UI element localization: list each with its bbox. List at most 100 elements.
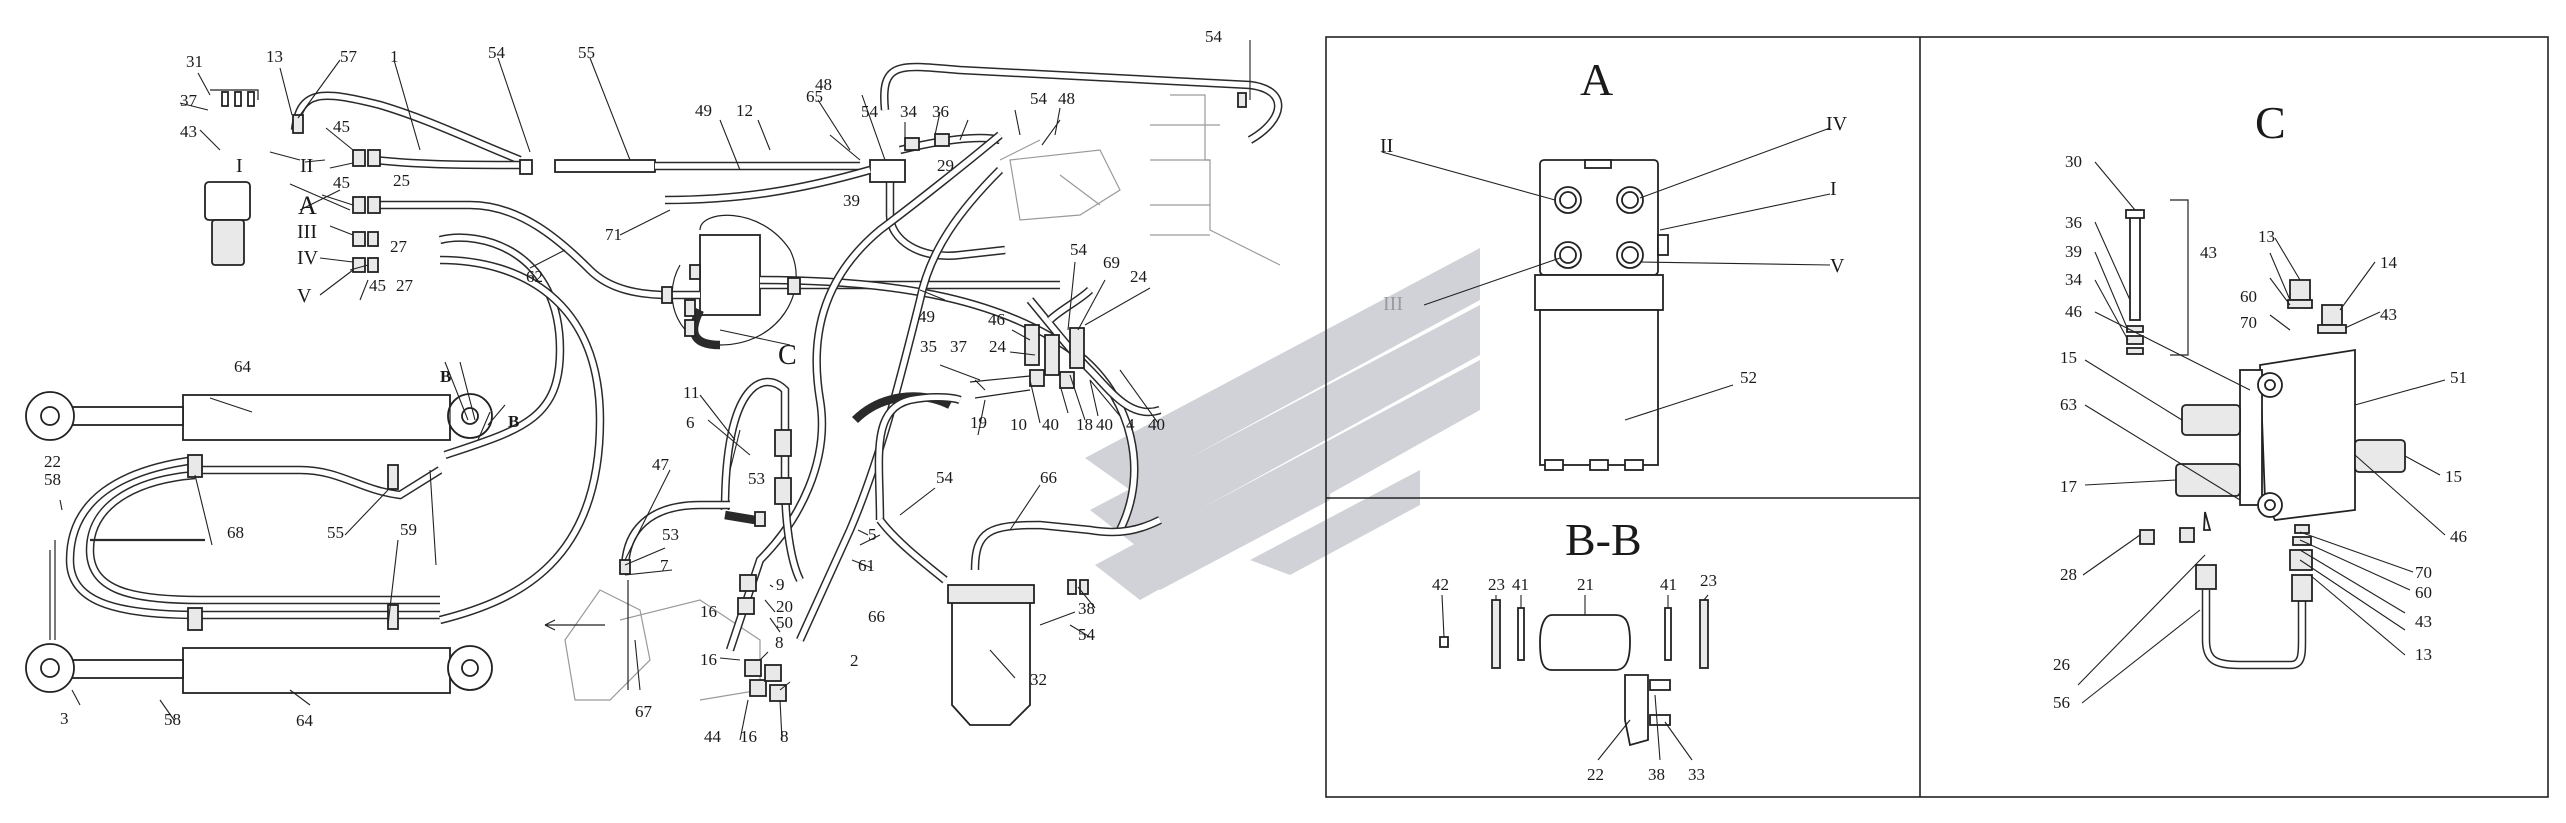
callout: 20: [776, 597, 793, 616]
callout: 15: [2445, 467, 2462, 486]
roman-label: V: [297, 285, 312, 307]
callout: 59: [400, 520, 417, 539]
roman-label: II: [300, 155, 313, 177]
section-mark: B: [508, 412, 519, 431]
bolt-30: [2129, 214, 2141, 321]
callout: 46: [988, 310, 1005, 329]
plate-22: [1624, 674, 1649, 747]
callout: 43: [2200, 243, 2217, 262]
callout: 40: [1096, 415, 1113, 434]
callout: 54: [1030, 89, 1048, 108]
callout: 22: [1587, 765, 1604, 784]
ring-41b: [1664, 607, 1672, 661]
valve-body-51: [2259, 348, 2356, 521]
view-arrow-label: A: [298, 191, 317, 220]
callout: 41: [1512, 575, 1529, 594]
callout: 15: [2060, 348, 2077, 367]
callout: 10: [1010, 415, 1027, 434]
ring-41: [1517, 607, 1525, 661]
callout: 2: [850, 651, 859, 670]
callout: 23: [1700, 571, 1717, 590]
callout: 30: [2065, 152, 2082, 171]
callout: 24: [1130, 267, 1148, 286]
callout: 13: [2415, 645, 2432, 664]
callout: 29: [937, 156, 954, 175]
callout: 46: [2065, 302, 2082, 321]
callout: 26: [2053, 655, 2070, 674]
callout: 8: [780, 727, 789, 746]
callout: 67: [635, 702, 653, 721]
callout: 55: [578, 43, 595, 62]
ghost-bracket-2: [619, 599, 761, 701]
roman-label: IV: [1826, 113, 1848, 135]
top-hoses-48: [664, 62, 1283, 261]
callout: 27: [396, 276, 414, 295]
ghost-frame-outline: [1170, 94, 1281, 266]
filter-assembly: [851, 392, 1162, 726]
callout: 41: [1660, 575, 1677, 594]
callout: 68: [227, 523, 244, 542]
callout: 13: [266, 47, 283, 66]
detail-panels: [1325, 36, 2549, 798]
roman-label: III: [297, 221, 317, 243]
callout: 60: [2240, 287, 2257, 306]
roman-label: I: [236, 155, 243, 177]
callout: 37: [180, 91, 198, 110]
callout: 45: [333, 173, 350, 192]
callout: 25: [393, 171, 410, 190]
callout: 19: [970, 413, 987, 432]
callout: 45: [333, 117, 350, 136]
callout: 69: [1103, 253, 1120, 272]
callout: 48: [1058, 89, 1075, 108]
callout: 4: [1126, 415, 1135, 434]
cylinder-64-top: [25, 391, 493, 441]
callout: 33: [1688, 765, 1705, 784]
callout: 47: [652, 455, 670, 474]
callout: 21: [1577, 575, 1594, 594]
view-C: C 30 36 39 34 46 13 43 60 70 14 43 15: [2053, 97, 2467, 712]
callout: 18: [1076, 415, 1093, 434]
ghost-bracket-lines: [999, 124, 1220, 206]
main-callouts: 31 13 57 1 54 55 37 43 45 25 II I A 45 I…: [44, 27, 1223, 746]
view-title-A: A: [1580, 54, 1613, 105]
callout: 57: [340, 47, 358, 66]
callout: 49: [918, 307, 935, 326]
callout: 34: [900, 102, 918, 121]
callout: 54: [488, 43, 506, 62]
callout: 55: [327, 523, 344, 542]
callout: 48: [815, 75, 832, 94]
callout: 54: [1070, 240, 1088, 259]
callout: 62: [526, 267, 543, 286]
callout: 71: [605, 225, 622, 244]
ghost-arch-outline: [564, 589, 651, 701]
callout: 43: [180, 122, 197, 141]
view-BB: B-B 42 23 41 21 41 23 22 38 33: [1432, 514, 1717, 784]
roman-label: I: [1830, 178, 1837, 200]
top-left-hoses: [290, 91, 860, 300]
callout: 64: [296, 711, 314, 730]
callout: 60: [2415, 583, 2432, 602]
callout: 49: [695, 101, 712, 120]
cylinder-hoses: [49, 233, 605, 640]
main-view: 31 13 57 1 54 55 37 43 45 25 II I A 45 I…: [25, 27, 1283, 746]
valve-A: [204, 181, 251, 221]
callout: 9: [776, 575, 785, 594]
callout: 39: [2065, 242, 2082, 261]
callout: 64: [234, 357, 252, 376]
callout: 27: [390, 237, 408, 256]
steering-unit-body: [1539, 309, 1659, 466]
callout: 28: [2060, 565, 2077, 584]
right-side-hoses: [725, 131, 1162, 652]
callout: 14: [2380, 253, 2398, 272]
callout: 1: [390, 47, 399, 66]
callout: 34: [2065, 270, 2083, 289]
callout: 38: [1078, 599, 1095, 618]
view-A: A II IV I III V 52: [1380, 54, 1848, 471]
callout: 16: [740, 727, 757, 746]
callout: 63: [2060, 395, 2077, 414]
roman-label: IV: [297, 247, 319, 269]
callout: 3: [60, 709, 69, 728]
roman-label: III: [1383, 293, 1403, 315]
pipe-55: [554, 159, 656, 173]
